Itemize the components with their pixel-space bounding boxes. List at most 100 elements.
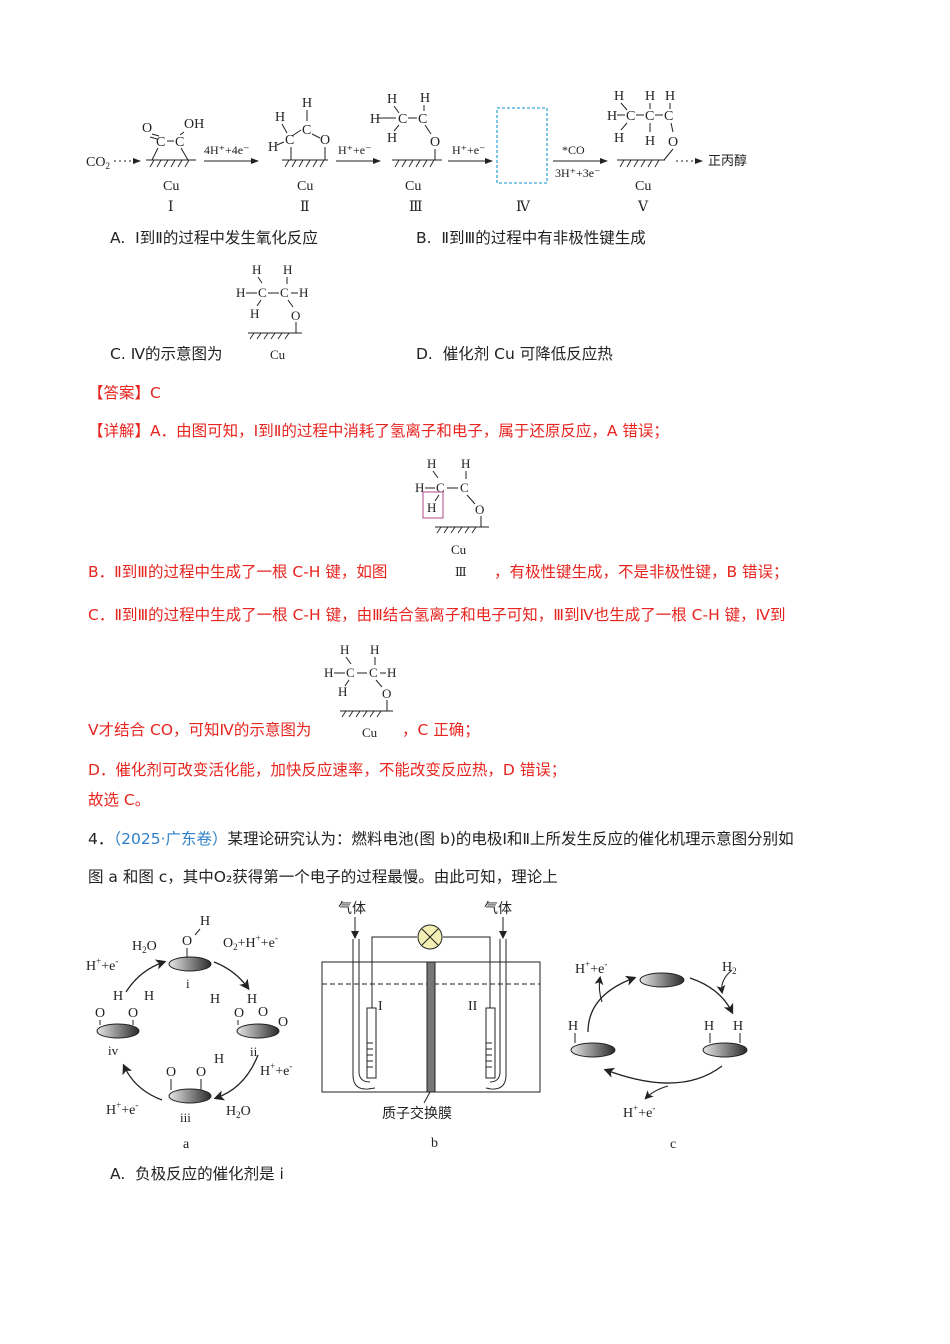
option-c[interactable]: C. Ⅳ的示意图为 [110,344,223,364]
svg-text:CO2: CO2 [86,155,110,171]
svg-text:H: H [427,500,436,515]
option-a[interactable]: A. Ⅰ到Ⅱ的过程中发生氧化反应 [110,228,318,248]
svg-text:OH: OH [184,117,204,132]
svg-text:H: H [210,992,220,1007]
svg-text:H: H [144,989,154,1004]
svg-text:O: O [320,133,330,148]
svg-text:O: O [430,135,440,150]
svg-text:正丙醇: 正丙醇 [708,153,747,169]
svg-text:O: O [196,1065,206,1080]
q4-option-a[interactable]: A. 负极反应的催化剂是 i [110,1164,284,1184]
svg-text:H: H [568,1019,578,1034]
blank-box-iv [496,107,548,184]
svg-text:H: H [645,89,655,104]
explanation-label: 【详解】 [88,422,151,440]
svg-text:H++e-: H++e- [575,959,607,977]
answer-label: 【答案】C [88,384,161,402]
svg-text:H: H [461,456,470,471]
svg-text:Cu: Cu [270,347,286,362]
svg-text:3H⁺+3e⁻: 3H⁺+3e⁻ [555,166,600,180]
explanation-line-b-pre: B．Ⅱ到Ⅲ的过程中生成了一根 C-H 键，如图 [88,563,388,581]
svg-text:O: O [182,934,192,949]
svg-text:b: b [431,1136,438,1151]
svg-text:Ⅲ: Ⅲ [455,565,467,579]
svg-text:O: O [382,686,391,701]
svg-text:H2: H2 [722,960,737,976]
svg-text:Ⅰ: Ⅰ [168,200,174,215]
svg-text:a: a [183,1137,190,1152]
svg-text:H: H [338,684,347,699]
option-text: 催化剂 Cu 可降低反应热 [442,345,613,363]
svg-text:H: H [704,1019,714,1034]
svg-text:C: C [645,109,654,124]
svg-text:C: C [369,665,378,680]
svg-text:I: I [378,999,383,1014]
svg-text:O2+H++e-: O2+H++e- [223,933,278,952]
svg-text:O: O [668,135,678,150]
svg-text:Cu: Cu [635,179,651,194]
svg-text:C: C [346,665,355,680]
svg-text:Ⅱ: Ⅱ [300,200,310,215]
svg-text:O: O [128,1006,138,1021]
option-text: Ⅱ到Ⅲ的过程中有非极性键生成 [441,229,646,247]
svg-text:Cu: Cu [451,542,467,557]
svg-text:H: H [268,140,278,155]
svg-text:Cu: Cu [163,179,179,194]
svg-text:C: C [664,109,673,124]
svg-text:H++e-: H++e- [86,956,118,974]
svg-text:C: C [156,135,165,150]
svg-text:H: H [614,89,624,104]
svg-text:C: C [626,109,635,124]
svg-text:C: C [418,112,427,127]
svg-text:O: O [475,502,484,517]
svg-text:H⁺+e⁻: H⁺+e⁻ [338,143,371,157]
svg-text:H: H [665,89,675,104]
svg-text:C: C [398,112,407,127]
svg-text:H: H [113,989,123,1004]
svg-text:c: c [670,1137,676,1152]
svg-text:O: O [278,1015,288,1030]
figure-b-fuel-cell: 气体 气体 I II 质子交换膜 b [321,901,541,1151]
option-d[interactable]: D. 催化剂 Cu 可降低反应热 [416,344,613,364]
option-b[interactable]: B. Ⅱ到Ⅲ的过程中有非极性键生成 [416,228,646,248]
svg-text:iii: iii [180,1110,191,1125]
explanation-line-d: D．催化剂可改变活化能，加快反应速率，不能改变反应热，D 错误； [88,761,567,779]
svg-text:Cu: Cu [405,179,421,194]
question-number: 4． [88,830,114,848]
svg-text:Ⅲ: Ⅲ [409,200,423,215]
svg-text:H⁺+e⁻: H⁺+e⁻ [452,143,485,157]
svg-text:H: H [299,285,308,300]
svg-text:O: O [166,1065,176,1080]
question-source[interactable]: （2025·广东卷） [113,830,228,848]
svg-text:H: H [387,665,396,680]
svg-text:O: O [291,308,300,323]
svg-text:H: H [415,480,424,495]
explanation-line-c1: C．Ⅱ到Ⅲ的过程中生成了一根 C-H 键，由Ⅲ结合氢离子和电子可知，Ⅲ到Ⅳ也生成… [88,606,786,624]
intermediate-2: CCO H H H Cu Ⅱ [268,96,330,215]
svg-text:H: H [607,109,617,124]
svg-text:H: H [247,992,257,1007]
option-letter: A. [110,229,126,247]
svg-text:C: C [175,135,184,150]
svg-text:Cu: Cu [362,725,378,740]
svg-text:C: C [280,285,289,300]
svg-text:Cu: Cu [297,179,313,194]
svg-text:H: H [420,91,430,106]
explanation-line-c2-pre: Ⅴ才结合 CO，可知Ⅳ的示意图为 [88,721,312,739]
svg-text:气体: 气体 [338,901,366,917]
svg-text:质子交换膜: 质子交换膜 [382,1105,452,1122]
explanation-conclusion: 故选 C。 [88,791,151,809]
svg-text:H: H [387,92,397,107]
intermediate-5: H C C C H H H H H O Cu Ⅴ [607,89,678,215]
q4-stem-line2: 图 a 和图 c，其中O₂获得第一个电子的过程最慢。由此可知，理论上 [88,868,558,886]
svg-text:H: H [275,110,285,125]
svg-text:H2O: H2O [132,939,157,955]
option-text: 负极反应的催化剂是 i [135,1165,284,1183]
option-text: Ⅰ到Ⅱ的过程中发生氧化反应 [135,229,318,247]
svg-text:H: H [370,642,379,657]
